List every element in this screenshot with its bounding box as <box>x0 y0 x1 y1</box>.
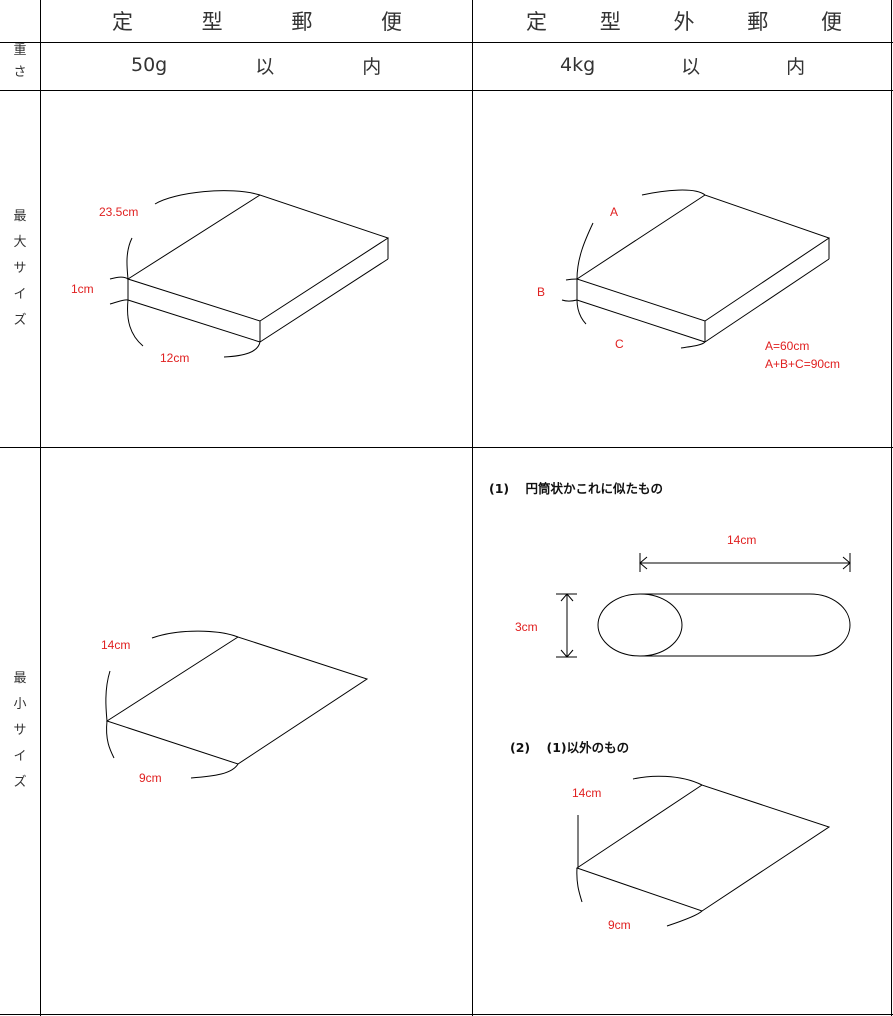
plane-teikeigai-min <box>575 775 831 927</box>
label-char: ズ <box>13 775 27 790</box>
header-teikeigai: 定 型 外 郵 便 <box>526 6 842 36</box>
weight-suffix: 以 <box>681 55 701 78</box>
rule-a: A=60cm <box>765 339 810 353</box>
header-char: 定 <box>112 10 133 34</box>
case2-title: (2) (1)以外のもの <box>510 737 629 756</box>
header-char: 郵 <box>291 10 313 34</box>
header-teikei: 定 型 郵 便 <box>112 6 402 36</box>
dim-teikei-min-width: 9cm <box>139 771 162 785</box>
label-char: 最 <box>13 671 27 686</box>
case1-title: (1) 円筒状かこれに似たもの <box>489 478 663 497</box>
case2-number: (2) <box>510 740 531 755</box>
grid-vline-right <box>891 0 892 1016</box>
row-label-max-size: 最 大 サ イ ズ <box>0 204 40 334</box>
grid-hline-weight <box>0 90 893 91</box>
label-char: 小 <box>13 697 27 712</box>
row-label-weight: 重 さ <box>0 40 40 84</box>
weight-suffix: 以 <box>255 55 275 78</box>
case1-text: 円筒状かこれに似たもの <box>525 481 663 496</box>
label-char: イ <box>13 749 27 764</box>
header-char: 型 <box>201 10 223 34</box>
dim-cylinder-length: 14cm <box>727 533 757 547</box>
label-char: サ <box>13 723 27 738</box>
header-char: 郵 <box>747 10 769 34</box>
label-char: さ <box>13 65 27 80</box>
grid-hline-max <box>0 447 893 448</box>
header-char: 定 <box>526 10 547 34</box>
dim-teikeigai-a: A <box>610 205 619 219</box>
weight-teikeigai: 4kg 以 内 <box>560 52 805 78</box>
weight-value: 50g <box>131 54 168 76</box>
dim-teikeigai-c: C <box>615 337 624 351</box>
box-teikei-max <box>109 190 390 358</box>
dim-teikeigai-min-width: 9cm <box>608 918 631 932</box>
dim-teikei-max-length: 23.5cm <box>99 205 139 219</box>
grid-hline-bottom <box>0 1014 893 1015</box>
grid-vline-left <box>40 0 41 1016</box>
weight-suffix: 内 <box>362 55 382 78</box>
weight-teikei: 50g 以 内 <box>131 52 381 78</box>
weight-suffix: 内 <box>786 55 806 78</box>
grid-vline-middle <box>472 0 473 1016</box>
dim-cylinder-diameter: 3cm <box>515 620 538 634</box>
label-char: イ <box>13 287 27 302</box>
dim-teikeigai-min-length: 14cm <box>572 786 602 800</box>
label-char: サ <box>13 261 27 276</box>
dim-teikei-min-length: 14cm <box>101 638 131 652</box>
cylinder-teikeigai-min <box>556 553 851 658</box>
grid-hline-header <box>0 42 893 43</box>
dim-teikei-max-thickness: 1cm <box>71 282 94 296</box>
label-char: 大 <box>13 235 27 250</box>
case2-text: (1)以外のもの <box>546 740 630 755</box>
header-char: 便 <box>380 10 402 34</box>
dim-teikei-max-width: 12cm <box>160 351 190 365</box>
plane-teikei-min <box>105 630 369 779</box>
case1-number: (1) <box>489 481 510 496</box>
label-char: 最 <box>13 209 27 224</box>
dim-teikeigai-b: B <box>537 285 546 299</box>
header-char: 外 <box>673 10 695 34</box>
label-char: ズ <box>13 313 27 328</box>
header-char: 便 <box>821 10 842 34</box>
label-char: 重 <box>13 43 27 58</box>
weight-value: 4kg <box>560 54 596 76</box>
row-label-min-size: 最 小 サ イ ズ <box>0 666 40 796</box>
box-teikeigai-max <box>561 189 831 349</box>
rule-abc: A+B+C=90cm <box>765 357 841 371</box>
header-char: 型 <box>599 10 621 34</box>
